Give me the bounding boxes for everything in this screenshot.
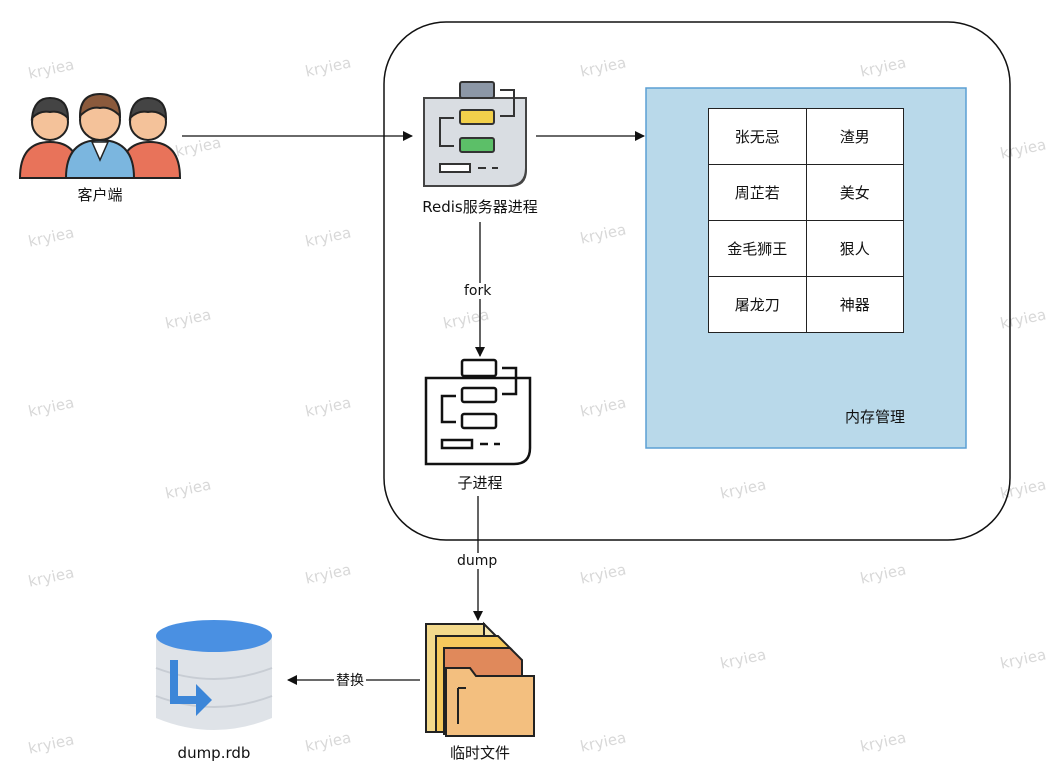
- table-cell-value: 渣男: [805, 108, 904, 165]
- table-cell-value: 美女: [805, 164, 904, 221]
- redis-label: Redis服务器进程: [422, 198, 538, 216]
- child-label: 子进程: [457, 474, 503, 492]
- table-cell-value: 神器: [805, 276, 904, 333]
- edge-label-replace: 替换: [334, 670, 366, 690]
- client-label: 客户端: [77, 186, 123, 204]
- table-cell-key: 周芷若: [708, 164, 807, 221]
- child-process-icon: [424, 358, 532, 466]
- table-cell-key: 张无忌: [708, 108, 807, 165]
- edge-label-fork: fork: [462, 283, 494, 299]
- database-icon: [155, 620, 273, 730]
- memory-label: 内存管理: [844, 408, 905, 426]
- redis-server-container: [383, 21, 1011, 541]
- edge-label-dump: dump: [455, 553, 500, 569]
- table-cell-key: 金毛狮王: [708, 220, 807, 277]
- table-row: 屠龙刀 神器: [708, 276, 904, 333]
- table-row: 张无忌 渣男: [708, 108, 904, 165]
- people-icon: [18, 92, 182, 179]
- tmpfile-label: 临时文件: [449, 744, 510, 762]
- table-row: 金毛狮王 狠人: [708, 220, 904, 277]
- table-row: 周芷若 美女: [708, 164, 904, 221]
- redis-process-icon: [423, 81, 527, 187]
- memory-table: 张无忌 渣男 周芷若 美女 金毛狮王 狠人 屠龙刀 神器: [708, 108, 904, 333]
- table-cell-value: 狠人: [805, 220, 904, 277]
- table-cell-key: 屠龙刀: [708, 276, 807, 333]
- folder-icon: [425, 621, 535, 737]
- rdb-label: dump.rdb: [177, 744, 251, 762]
